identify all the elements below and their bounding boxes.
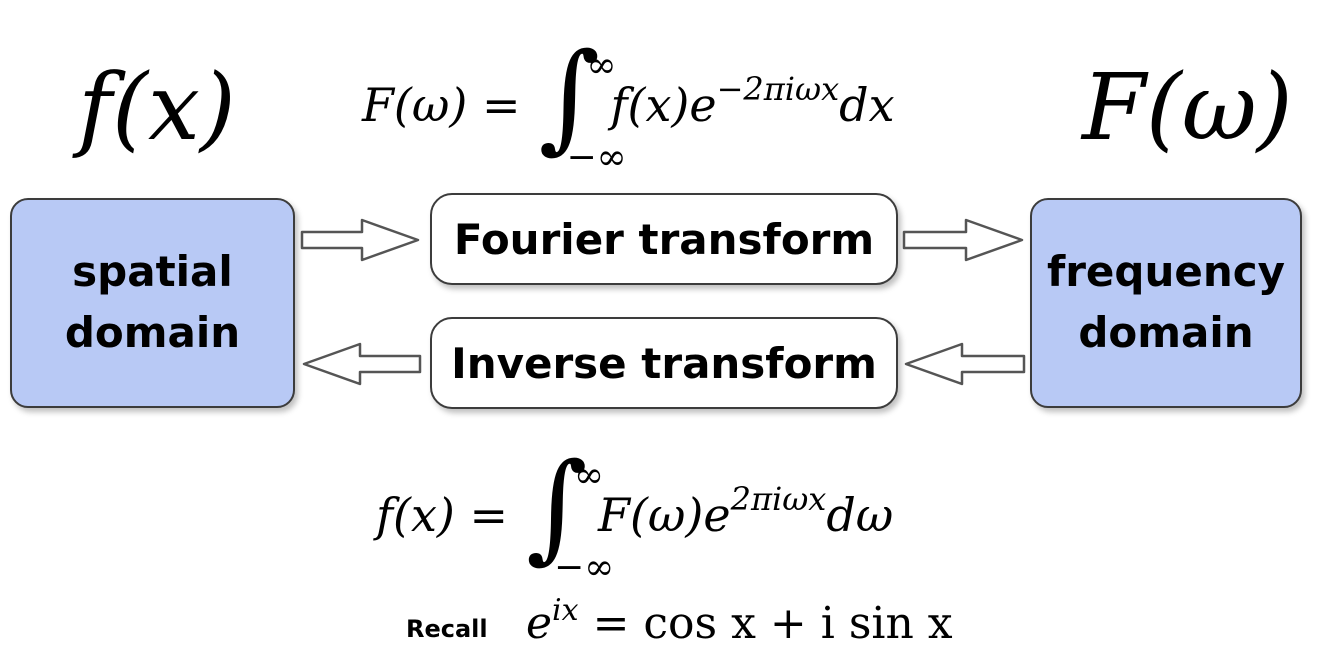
frequency-function-label: F(ω) (1082, 54, 1293, 161)
integral-sign-icon: ∫ (538, 26, 600, 165)
spatial-domain-label-line1: spatial (72, 247, 233, 297)
inverse-integral: ∫ ∞ −∞ (526, 447, 614, 588)
forward-exponent: −2πiωx (716, 69, 840, 108)
inverse-upper-bound: ∞ (574, 454, 605, 496)
frequency-domain-label-line2: domain (1078, 308, 1254, 357)
inverse-lower-bound: −∞ (554, 546, 615, 588)
forward-lhs: F(ω) = (362, 77, 521, 132)
euler-base: e (526, 598, 553, 649)
frequency-domain-box: frequency domain (1030, 198, 1302, 408)
arrow-left-icon (904, 342, 1026, 386)
forward-lower-bound: −∞ (566, 136, 627, 178)
inverse-lhs: f(x) = (376, 487, 509, 542)
arrow-right-icon (902, 218, 1024, 262)
recall-label: Recall (406, 615, 488, 643)
inverse-transform-box: Inverse transform (430, 317, 898, 409)
inverse-differential: dω (826, 487, 894, 542)
inverse-exponent: 2πiωx (730, 479, 827, 518)
spatial-domain-label-line2: domain (64, 308, 241, 357)
frequency-domain-label-line1: frequency (1046, 247, 1286, 297)
forward-integral: ∫ ∞ −∞ (538, 37, 626, 178)
fourier-transform-box: Fourier transform (430, 193, 898, 285)
forward-upper-bound: ∞ (586, 44, 617, 86)
inverse-integrand: F(ω)e (598, 487, 731, 542)
integral-sign-icon: ∫ (526, 436, 588, 575)
inverse-transform-label: Inverse transform (451, 338, 877, 388)
euler-formula: eix = cos x + i sin x (526, 593, 953, 649)
euler-rhs: = cos x + i sin x (592, 598, 953, 649)
euler-exponent: ix (552, 593, 579, 628)
spatial-function-label: f(x) (78, 54, 236, 161)
arrow-right-icon (300, 218, 420, 262)
forward-integrand: f(x)e (610, 77, 717, 132)
spatial-domain-box: spatial domain (10, 198, 295, 408)
fourier-transform-label: Fourier transform (453, 214, 875, 264)
forward-differential: dx (839, 77, 895, 132)
arrow-left-icon (302, 342, 422, 386)
